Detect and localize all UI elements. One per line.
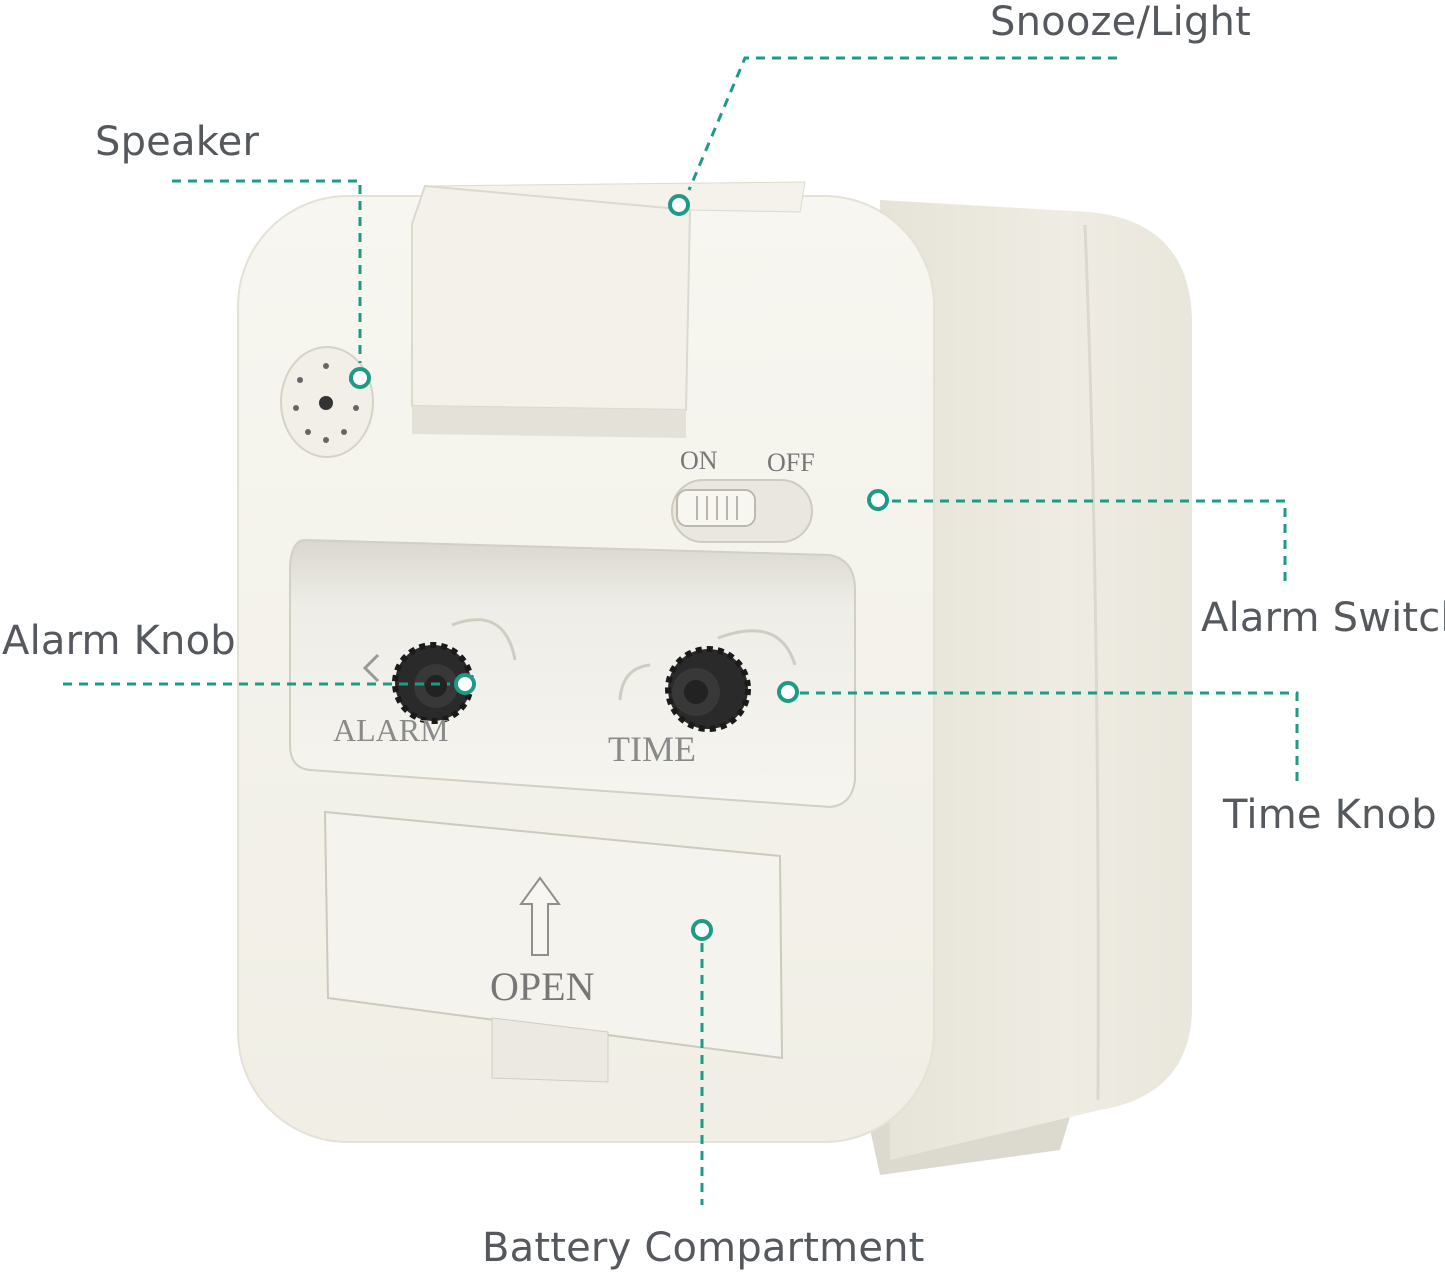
alarm-switch-leader [892,499,1287,585]
snooze-anchor-dot [668,194,690,216]
alarm-switch-slider[interactable] [676,489,756,527]
alarm-knob-anchor-dot [454,673,476,695]
alarm-knob-label: Alarm Knob [2,618,236,664]
time-knob[interactable] [618,629,797,732]
open-label: OPEN [490,964,594,1009]
side-panel [880,200,1192,1160]
time-knob-leader [800,691,1299,783]
battery-latch [491,1017,609,1083]
knob-recess [289,538,856,809]
alarm-switch-anchor-dot [867,489,889,511]
battery-cover[interactable] [323,810,784,1060]
time-knob-label: Time Knob [1223,792,1437,838]
leader-lines [63,56,1299,1205]
speaker-label: Speaker [95,119,260,165]
snooze-bar-shadow [412,406,686,438]
switch-on-label: ON [680,446,718,475]
speaker-grille [280,346,374,458]
alarm-label: ALARM [333,712,449,748]
switch-off-label: OFF [767,448,815,477]
battery-anchor-dot [691,919,713,941]
speaker-anchor-dot [349,367,371,389]
snooze-bar[interactable] [411,184,692,412]
side-seam [1083,224,1100,1101]
open-arrow-icon [519,876,561,956]
snooze-light-label: Snooze/Light [990,0,1251,45]
battery-compartment-label: Battery Compartment [482,1225,925,1271]
time-label: TIME [608,729,696,769]
alarm-switch-label: Alarm Switch [1201,595,1445,641]
snooze-leader [687,56,1117,191]
time-knob-anchor-dot [777,681,799,703]
speaker-leader [172,179,362,363]
anchor-points [349,194,889,941]
